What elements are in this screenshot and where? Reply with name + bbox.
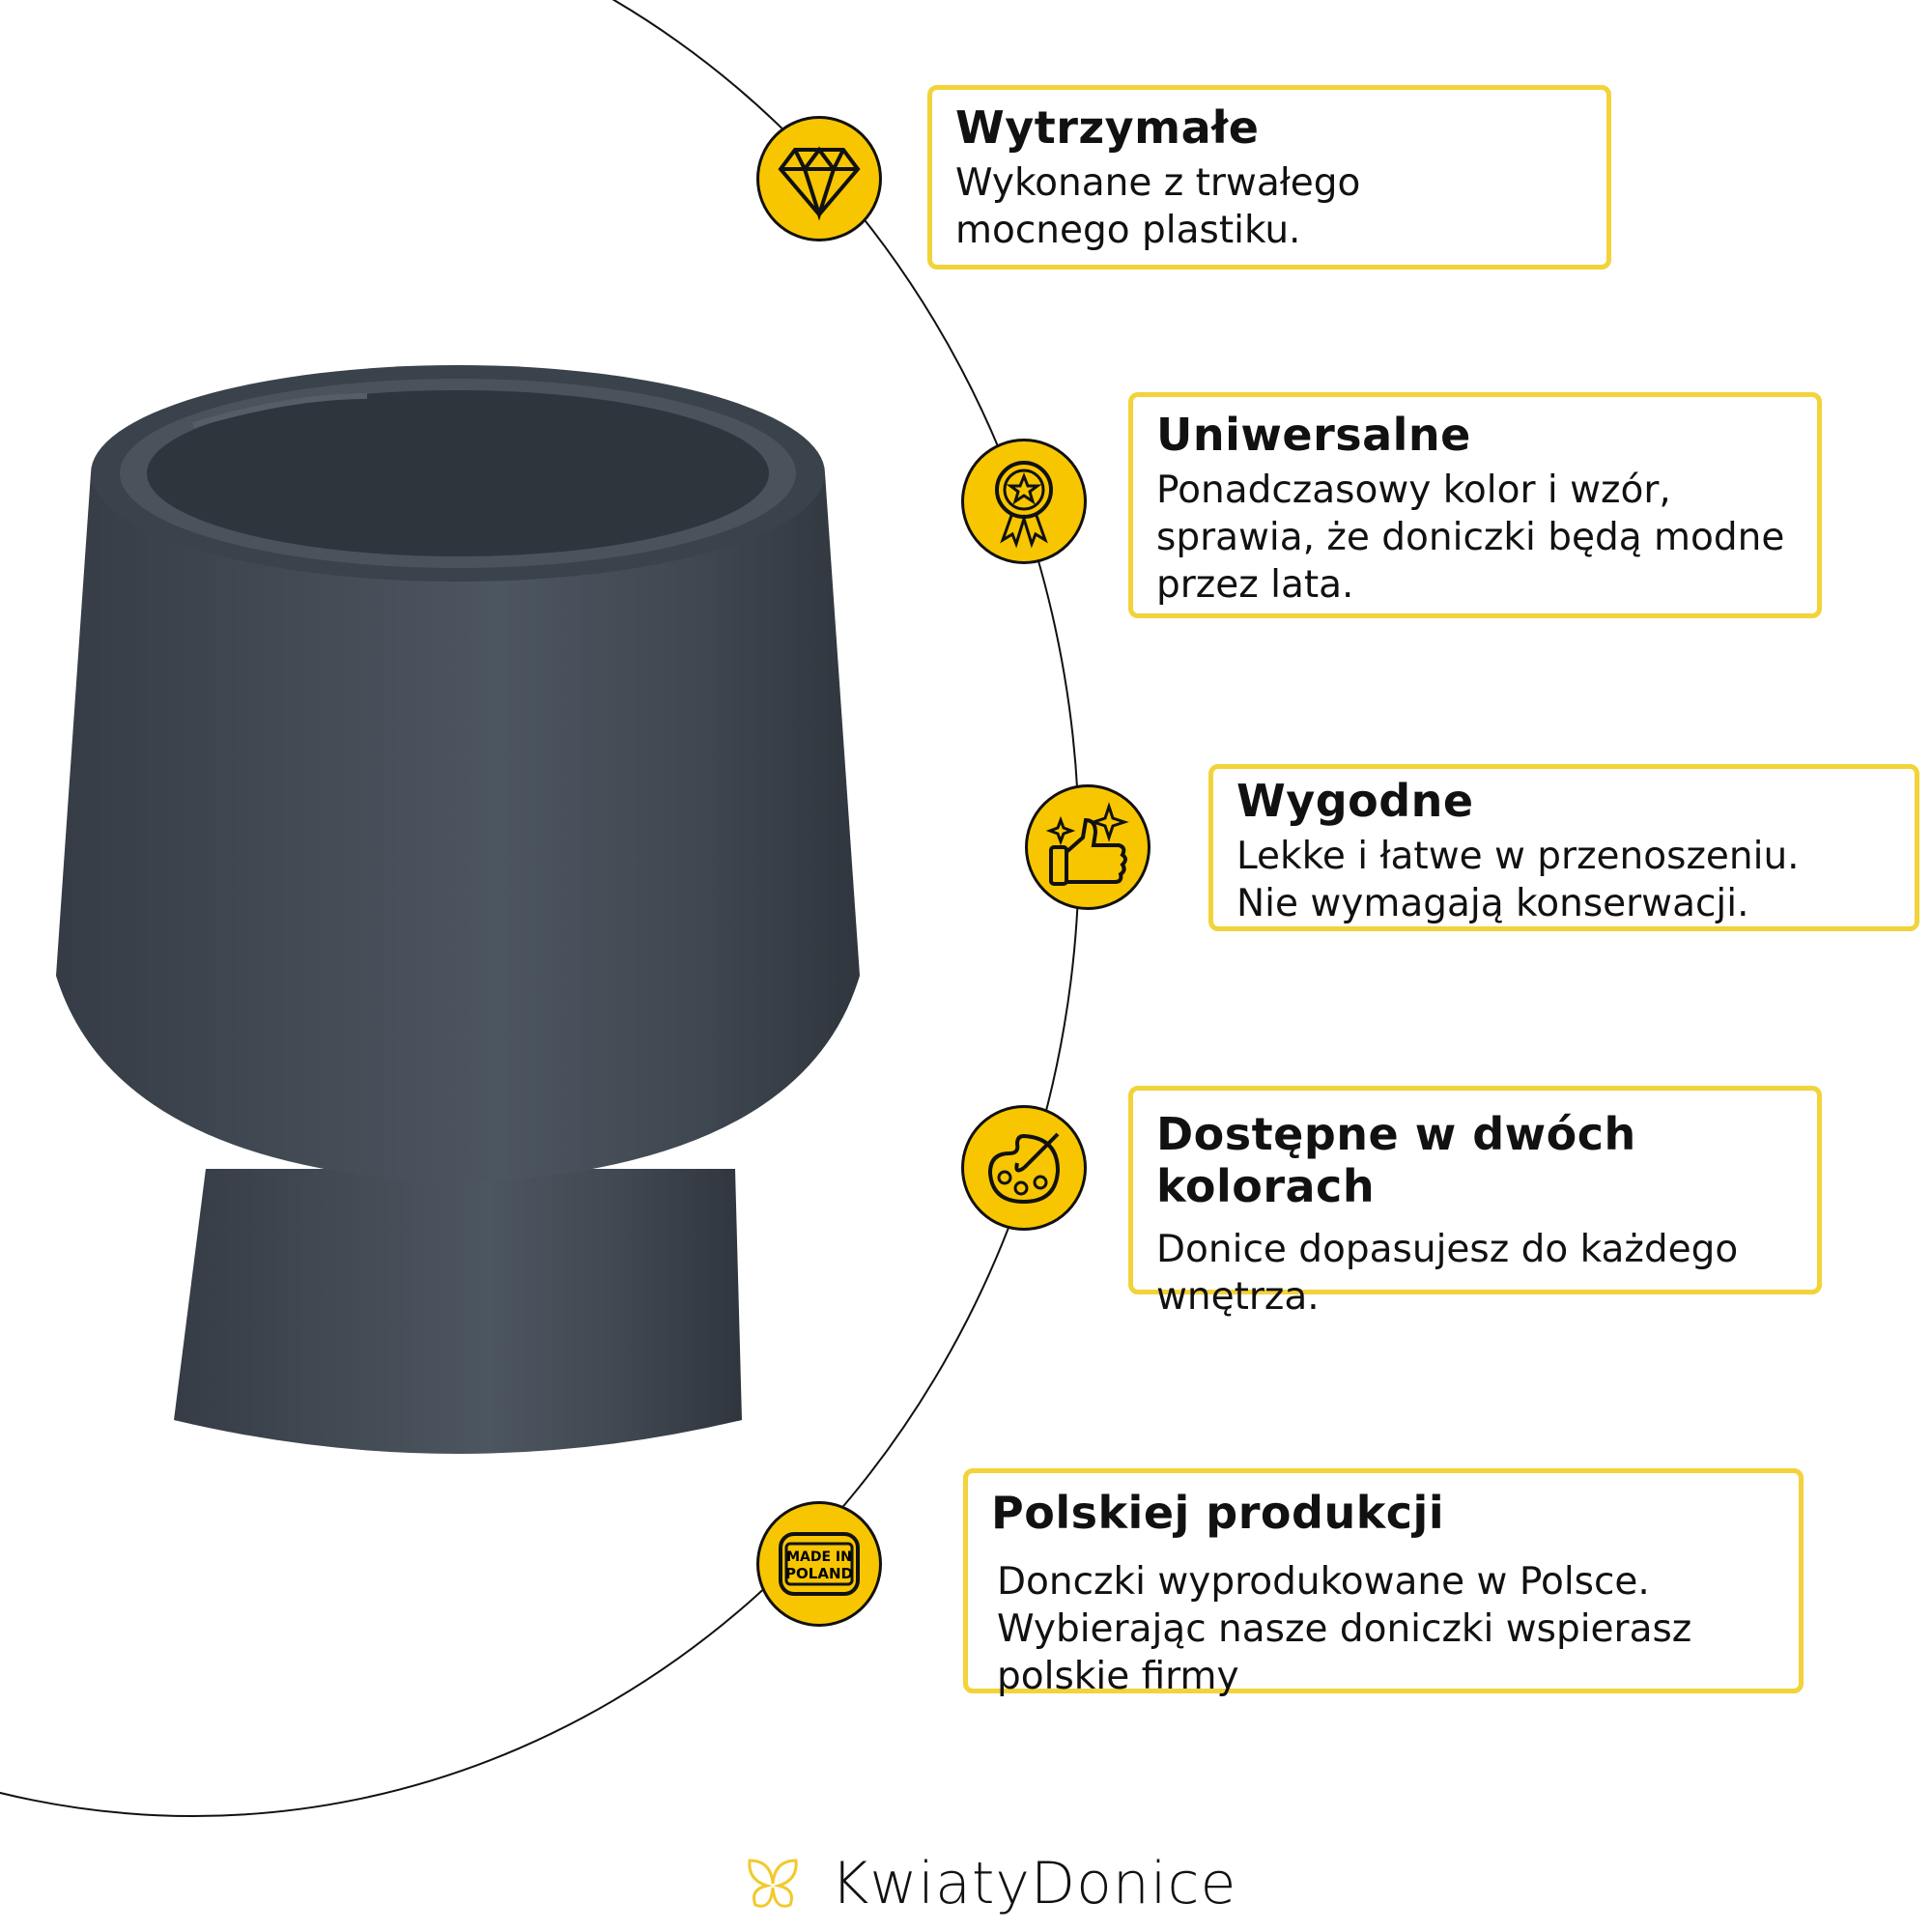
feature-title: Uniwersalne xyxy=(1156,409,1471,461)
brand-name: KwiatyDonice xyxy=(831,1850,1237,1918)
brand-logo: KwiatyDonice xyxy=(744,1850,1236,1918)
palette-icon xyxy=(961,1105,1087,1231)
feature-text: polskie firmy xyxy=(997,1655,1239,1698)
feature-card-convenient: Wygodne Lekke i łatwe w przenoszeniu. Ni… xyxy=(1208,764,1919,931)
butterfly-logo-icon xyxy=(748,1859,798,1908)
thumbs-up-icon xyxy=(1025,784,1151,910)
feature-title: Polskiej produkcji xyxy=(991,1487,1445,1539)
feature-text: mocnego plastiku. xyxy=(955,209,1301,252)
feature-text: wnętrza. xyxy=(1156,1275,1320,1319)
feature-text: Ponadczasowy kolor i wzór, xyxy=(1156,469,1671,512)
feature-card-universal: Uniwersalne Ponadczasowy kolor i wzór, s… xyxy=(1128,392,1822,618)
plant-pot-image xyxy=(56,365,860,1454)
made-in-poland-icon: MADE IN POLAND xyxy=(756,1501,882,1627)
feature-card-durable: Wytrzymałe Wykonane z trwałego mocnego p… xyxy=(927,85,1611,270)
made-in-label: MADE IN xyxy=(786,1549,852,1565)
feature-text: Donice dopasujesz do każdego xyxy=(1156,1228,1739,1271)
feature-text: Wykonane z trwałego xyxy=(955,161,1361,205)
feature-text: Lekke i łatwe w przenoszeniu. xyxy=(1236,835,1800,878)
feature-card-polish: Polskiej produkcji Donczki wyprodukowane… xyxy=(963,1468,1804,1698)
feature-card-colors: Dostępne w dwóch kolorach Donice dopasuj… xyxy=(1128,1086,1822,1319)
award-medal-icon xyxy=(961,439,1087,564)
feature-text: przez lata. xyxy=(1156,563,1354,607)
poland-label: POLAND xyxy=(785,1565,853,1582)
feature-text: sprawia, że doniczki będą modne xyxy=(1156,516,1785,559)
diamond-icon xyxy=(756,116,882,242)
feature-text: Nie wymagają konserwacji. xyxy=(1236,882,1749,925)
feature-text: Wybierając nasze doniczki wspierasz xyxy=(997,1607,1692,1651)
feature-title: Wygodne xyxy=(1236,775,1474,827)
feature-title: Dostępne w dwóch kolorach xyxy=(1156,1108,1636,1212)
feature-text: Donczki wyprodukowane w Polsce. xyxy=(997,1560,1650,1604)
feature-title: Wytrzymałe xyxy=(955,101,1260,154)
